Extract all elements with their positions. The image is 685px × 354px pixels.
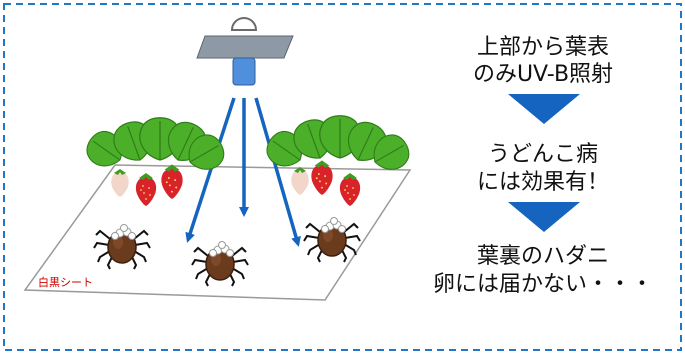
sheet-label: 白黒シート: [38, 275, 93, 289]
uv-lamp-icon: [196, 17, 294, 86]
step-1-line-1: 上部から葉表: [476, 35, 609, 60]
step-1-line-2: のみUV-B照射: [472, 62, 614, 87]
step-2-line-1: うどんこ病: [487, 142, 598, 167]
down-arrow-icon: [508, 202, 580, 232]
step-2-line-2: には効果有！: [476, 170, 609, 195]
uv-ray-right: [254, 97, 301, 247]
white-black-sheet: [23, 164, 412, 301]
down-arrow-icon: [508, 94, 580, 124]
step-3-line-2: 卵には届かない・・・: [432, 272, 653, 297]
step-3-line-1: 葉裏のハダニ: [476, 244, 609, 269]
dashed-border: [3, 3, 682, 351]
